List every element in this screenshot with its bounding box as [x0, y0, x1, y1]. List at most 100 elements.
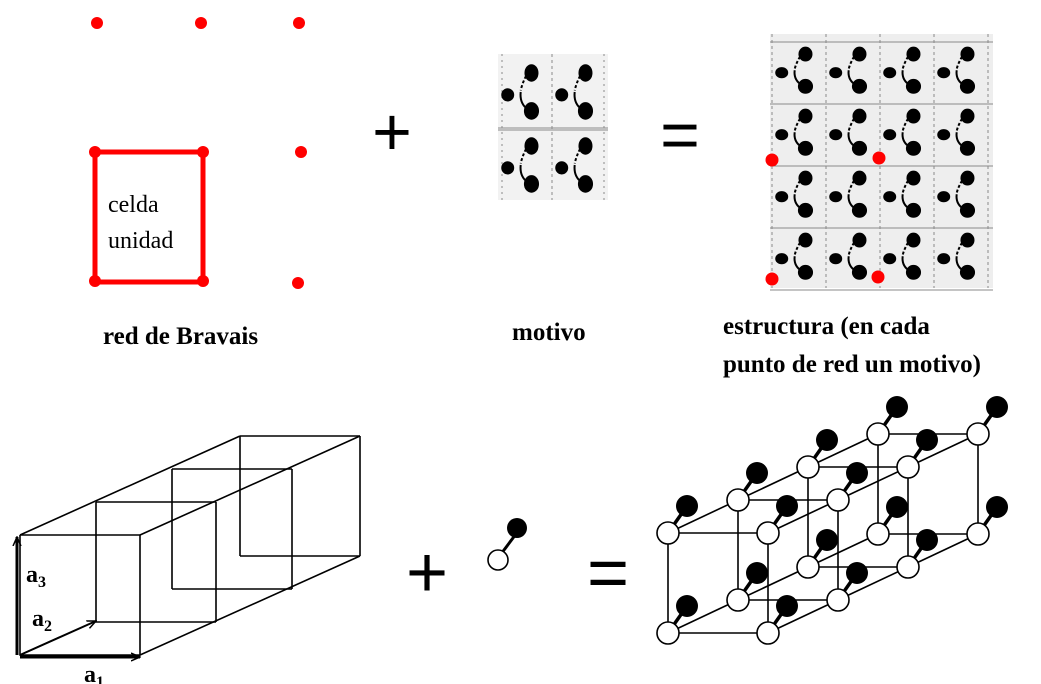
unit-cell-label-line1: celda	[108, 192, 159, 218]
comma-blob	[829, 129, 843, 141]
lattice-point	[195, 17, 207, 29]
molecule-atom-black	[776, 495, 798, 517]
connector-curve	[955, 118, 963, 132]
connector-curve	[519, 91, 527, 109]
connector-curve	[901, 242, 909, 256]
comma-blob	[852, 108, 867, 124]
mid-cell-face	[95, 502, 216, 623]
molecule-atom-white	[726, 488, 750, 512]
comma-blob	[775, 129, 789, 141]
crystal-molecule	[726, 562, 768, 612]
crystal-edge	[767, 499, 839, 534]
motif-glyph	[829, 232, 868, 280]
lattice-point	[295, 146, 307, 158]
molecule-atom-white	[756, 621, 780, 645]
comma-blob	[577, 102, 594, 120]
lattice-point	[91, 17, 103, 29]
bravais-lattice-caption: red de Bravais	[103, 323, 258, 350]
comma-blob	[960, 46, 975, 62]
crystal-edge	[837, 466, 909, 501]
motif-glyph	[883, 170, 922, 218]
connector-curve	[793, 132, 801, 147]
lattice-vectors	[17, 537, 140, 657]
structure-glyphs	[775, 46, 976, 280]
comma-blob	[852, 46, 867, 62]
connector-curve	[901, 180, 909, 194]
molecule-atom-black	[916, 529, 938, 551]
molecule-atom-white	[796, 455, 820, 479]
comma-blob	[851, 264, 868, 280]
crystal-edge	[807, 433, 879, 468]
connector-curve	[955, 256, 963, 271]
crystal-molecule	[896, 429, 938, 479]
connector-curve	[901, 256, 909, 271]
motif-glyph	[829, 108, 868, 156]
crystal-molecule	[866, 396, 908, 446]
connector-curve	[519, 148, 527, 164]
motif-glyphs	[501, 64, 594, 193]
equals-sign-bottom: =	[587, 533, 629, 613]
connector-curve	[901, 132, 909, 147]
comma-blob	[959, 78, 976, 94]
molecule-atom-white	[966, 522, 990, 546]
connector-curve	[955, 132, 963, 147]
motif-glyph	[883, 232, 922, 280]
connector-curve	[573, 148, 581, 164]
comma-blob	[501, 88, 515, 102]
comma-blob	[829, 191, 843, 203]
comma-blob	[555, 88, 569, 102]
crystal-molecule	[796, 429, 838, 479]
molecule-atom-white	[756, 521, 780, 545]
connector-curve	[793, 194, 801, 209]
connector-curve	[955, 56, 963, 70]
motif-tile: motivo	[498, 54, 608, 346]
motif-glyph	[937, 108, 976, 156]
comma-blob	[906, 232, 921, 248]
connector-curve	[793, 180, 801, 194]
lattice-point	[197, 146, 209, 158]
unit-cell-outline	[92, 149, 206, 285]
lattice-point	[292, 277, 304, 289]
motif-glyph	[501, 64, 540, 120]
molecule-atom-white	[656, 521, 680, 545]
crystal-edge	[837, 566, 909, 601]
crystal-molecule	[966, 496, 1008, 546]
comma-blob	[937, 129, 951, 141]
connector-curve	[901, 194, 909, 209]
connector-curve	[847, 256, 855, 271]
structure-lattice-points	[765, 151, 886, 286]
motif-glyph	[555, 64, 594, 120]
vector-a3-label: a3	[26, 562, 46, 591]
comma-blob	[906, 46, 921, 62]
connector-curve	[793, 256, 801, 271]
lattice-points	[89, 17, 307, 289]
lattice-point	[872, 151, 886, 165]
comma-blob	[775, 67, 789, 79]
comma-blob	[960, 108, 975, 124]
crystal-edge	[667, 599, 739, 634]
comma-blob	[578, 64, 593, 82]
motif-glyph	[937, 170, 976, 218]
comma-blob	[905, 140, 922, 156]
comma-blob	[851, 78, 868, 94]
crystal-structure-3d	[656, 396, 1008, 645]
crystal-molecule	[756, 495, 798, 545]
crystal-molecule	[866, 496, 908, 546]
depth-edge	[139, 435, 361, 536]
comma-blob	[798, 232, 813, 248]
comma-blob	[829, 253, 843, 265]
motif-glyph	[829, 170, 868, 218]
structure-caption-line1: estructura (en cada	[723, 313, 930, 340]
motif-glyph	[501, 137, 540, 193]
comma-blob	[883, 253, 897, 265]
connector-curve	[847, 118, 855, 132]
crystal-molecule	[726, 462, 768, 512]
crystal-molecule	[826, 462, 868, 512]
molecule-atom-black	[986, 496, 1008, 518]
crystal-molecule	[796, 529, 838, 579]
lattice-point	[871, 270, 885, 284]
comma-blob	[523, 175, 540, 193]
connector-curve	[519, 164, 527, 182]
motif-glyph	[829, 46, 868, 94]
depth-edge	[19, 435, 241, 536]
